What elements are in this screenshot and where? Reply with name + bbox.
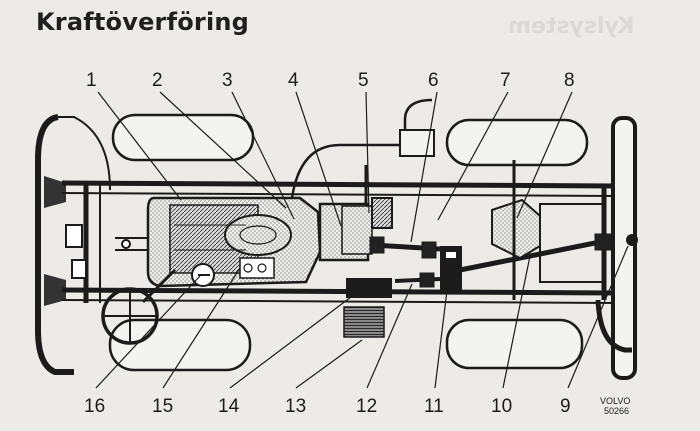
- left-frame-rail: [61, 180, 616, 189]
- headlamps: [44, 176, 66, 306]
- maker-brand: VOLVO: [600, 396, 630, 406]
- callout-5: 5: [358, 70, 369, 91]
- right-headlamp: [44, 274, 66, 306]
- front-bumper-inner: [58, 116, 111, 191]
- universal-joint-mid: [421, 241, 437, 259]
- page-title: Kraftöverföring: [36, 8, 250, 36]
- fuel-filter: [343, 306, 385, 338]
- callout-8: 8: [564, 70, 575, 91]
- steering-column: [141, 268, 177, 304]
- leader-6: [410, 91, 438, 243]
- rear-left-wheel: [445, 118, 589, 167]
- maker-mark: VOLVO 50266: [600, 396, 630, 416]
- propeller-shafts: [369, 233, 612, 288]
- leader-lines: [95, 91, 629, 389]
- rear-bumper: [611, 116, 637, 380]
- leader-12: [366, 283, 413, 389]
- battery: [346, 278, 392, 298]
- maker-code: 50266: [604, 406, 629, 416]
- exhaust-pipe: [290, 98, 433, 199]
- rear-differential: [491, 160, 541, 300]
- air-filter-inner: [239, 225, 277, 245]
- clutch-housing: [341, 205, 373, 255]
- exhaust-tailpipe: [595, 299, 632, 353]
- callout-numbers: 1 2 3 4 5 6 7 8 9 10 11 12 13 14 15 16: [84, 70, 575, 417]
- leader-15: [162, 267, 241, 389]
- left-headlamp: [44, 176, 66, 208]
- differential-housing: [491, 198, 541, 260]
- callout-1: 1: [86, 70, 97, 91]
- callout-15: 15: [152, 396, 173, 417]
- leader-3: [231, 91, 295, 220]
- front-left-wheel: [111, 113, 255, 162]
- leader-7: [437, 91, 509, 221]
- rear-propeller-shaft: [459, 237, 611, 273]
- transfer-case: [371, 197, 393, 229]
- leader-16: [95, 275, 201, 389]
- engine: [146, 196, 322, 288]
- gearbox: [318, 165, 393, 262]
- callout-4: 4: [288, 70, 299, 91]
- leader-10: [502, 255, 531, 389]
- front-bumper: [35, 114, 74, 375]
- universal-joint-lower: [419, 272, 435, 288]
- callout-13: 13: [285, 396, 306, 417]
- leader-8: [516, 91, 573, 219]
- callout-11: 11: [424, 396, 444, 417]
- leader-1: [97, 91, 182, 201]
- leader-14: [229, 293, 356, 389]
- pedal-box: [191, 263, 215, 287]
- universal-joint-front: [369, 236, 385, 254]
- leader-4: [295, 91, 342, 227]
- callout-2: 2: [152, 70, 163, 91]
- callout-3: 3: [222, 70, 233, 91]
- callout-12: 12: [356, 396, 377, 417]
- callout-9: 9: [560, 396, 571, 417]
- intermediate-gearbox: [440, 246, 462, 290]
- carburettor: [239, 257, 275, 279]
- callout-10: 10: [491, 396, 512, 417]
- universal-joint-rear: [594, 233, 612, 251]
- steering-wheel: [101, 268, 177, 345]
- leader-5: [365, 91, 370, 214]
- left-frame-rail-inner: [61, 192, 616, 197]
- front-right-wheel: [108, 318, 252, 372]
- leader-9: [567, 245, 629, 389]
- callout-6: 6: [428, 70, 439, 91]
- leader-11: [434, 265, 451, 389]
- callout-7: 7: [500, 70, 511, 91]
- air-filter: [224, 214, 292, 256]
- wheels: [108, 113, 589, 372]
- leader-2: [159, 91, 287, 209]
- rear-hub: [626, 234, 638, 246]
- rear-right-wheel: [445, 318, 584, 370]
- callout-14: 14: [218, 396, 240, 417]
- muffler: [399, 129, 435, 157]
- callout-16: 16: [84, 396, 105, 417]
- leader-13: [295, 339, 363, 389]
